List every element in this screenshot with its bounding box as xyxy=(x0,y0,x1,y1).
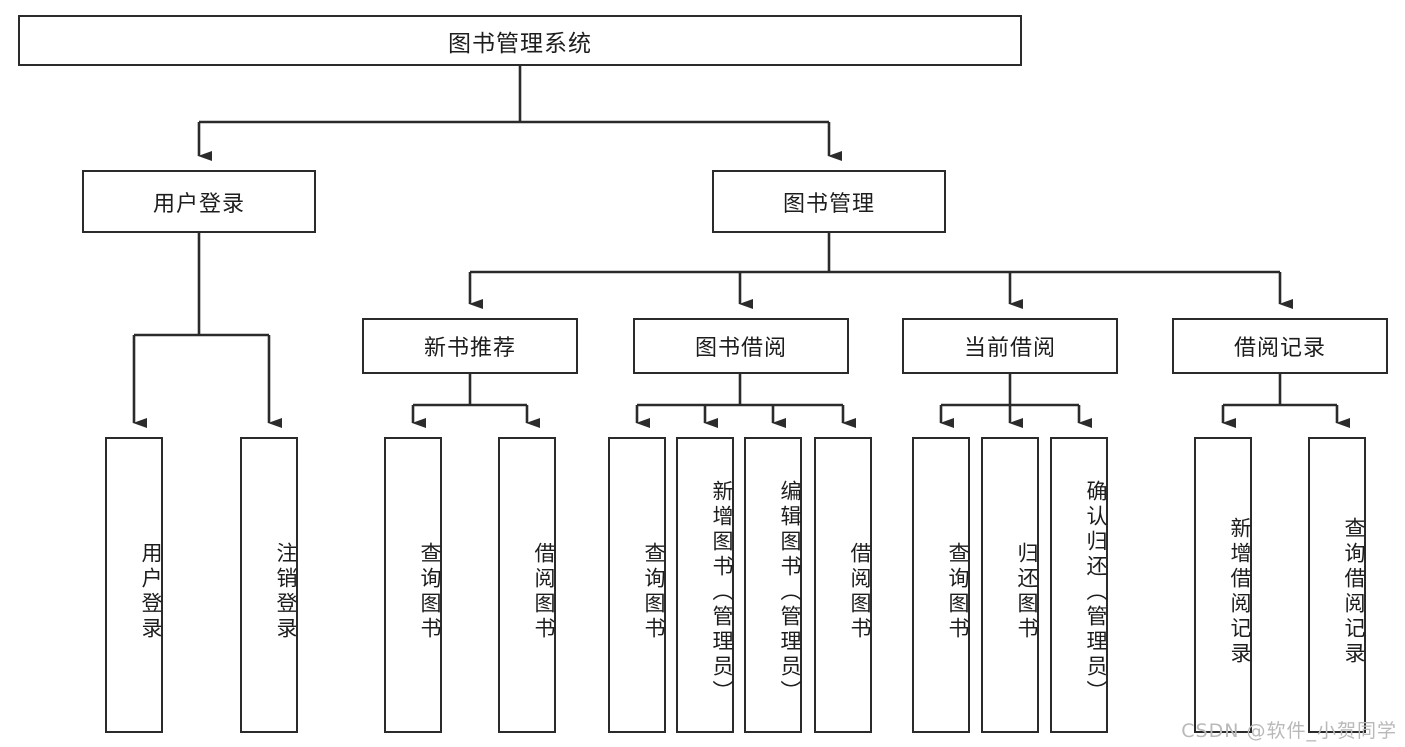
node-current-borrow[interactable]: 当前借阅 xyxy=(902,318,1118,374)
node-new-book-rec-label: 新书推荐 xyxy=(423,336,516,361)
node-leaf-query-book-1-label: 查询图书 xyxy=(418,542,442,642)
node-leaf-query-book-3-label: 查询图书 xyxy=(946,542,970,642)
node-leaf-add-record-label: 新增借阅记录 xyxy=(1228,517,1252,667)
node-leaf-borrow-book-1[interactable]: 借阅图书 xyxy=(498,437,556,733)
node-leaf-query-book-3[interactable]: 查询图书 xyxy=(912,437,970,733)
node-leaf-return-book-label: 归还图书 xyxy=(1015,542,1039,642)
node-book-borrow-label: 图书借阅 xyxy=(694,336,787,361)
node-leaf-query-book-2-label: 查询图书 xyxy=(642,542,666,642)
node-leaf-borrow-book-2-label: 借阅图书 xyxy=(848,542,872,642)
node-leaf-add-record[interactable]: 新增借阅记录 xyxy=(1194,437,1252,733)
node-leaf-return-book[interactable]: 归还图书 xyxy=(981,437,1039,733)
node-new-book-rec[interactable]: 新书推荐 xyxy=(362,318,578,374)
node-leaf-query-record[interactable]: 查询借阅记录 xyxy=(1308,437,1366,733)
node-root-label: 图书管理系统 xyxy=(448,30,592,57)
node-user-login-label: 用户登录 xyxy=(152,191,245,217)
node-leaf-query-book-1[interactable]: 查询图书 xyxy=(384,437,442,733)
node-leaf-query-book-2[interactable]: 查询图书 xyxy=(608,437,666,733)
node-leaf-add-book-label: 新增图书（管理员） xyxy=(710,479,734,705)
node-borrow-record-label: 借阅记录 xyxy=(1233,336,1326,361)
node-user-login[interactable]: 用户登录 xyxy=(82,170,316,233)
node-book-manage-label: 图书管理 xyxy=(782,191,875,217)
node-leaf-user-logout-label: 注销登录 xyxy=(274,542,298,642)
node-book-manage[interactable]: 图书管理 xyxy=(712,170,946,233)
node-leaf-user-login[interactable]: 用户登录 xyxy=(105,437,163,733)
node-leaf-edit-book-label: 编辑图书（管理员） xyxy=(778,479,802,705)
node-leaf-user-login-label: 用户登录 xyxy=(139,542,163,642)
node-leaf-user-logout[interactable]: 注销登录 xyxy=(240,437,298,733)
node-root[interactable]: 图书管理系统 xyxy=(18,15,1022,66)
node-leaf-confirm-return-label: 确认归还（管理员） xyxy=(1084,479,1108,705)
node-borrow-record[interactable]: 借阅记录 xyxy=(1172,318,1388,374)
node-book-borrow[interactable]: 图书借阅 xyxy=(633,318,849,374)
node-leaf-borrow-book-2[interactable]: 借阅图书 xyxy=(814,437,872,733)
node-leaf-query-record-label: 查询借阅记录 xyxy=(1342,517,1366,667)
node-leaf-edit-book[interactable]: 编辑图书（管理员） xyxy=(744,437,802,733)
node-leaf-add-book[interactable]: 新增图书（管理员） xyxy=(676,437,734,733)
node-leaf-confirm-return[interactable]: 确认归还（管理员） xyxy=(1050,437,1108,733)
node-current-borrow-label: 当前借阅 xyxy=(963,336,1056,361)
node-leaf-borrow-book-1-label: 借阅图书 xyxy=(532,542,556,642)
